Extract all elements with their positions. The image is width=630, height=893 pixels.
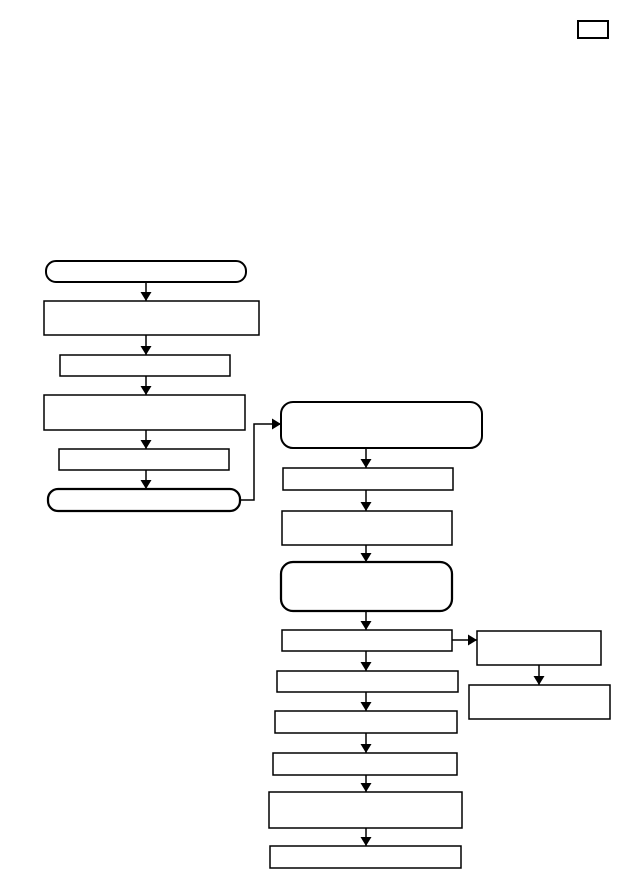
edges-layer (140, 282, 545, 846)
flowchart-terminator-b4 (279, 560, 454, 613)
flowchart-process-b6 (276, 670, 459, 693)
flowchart-process-b9 (268, 791, 463, 829)
flowchart-process-a5 (58, 448, 230, 471)
flowchart-process-a3 (59, 354, 231, 377)
flowchart-process-a4 (43, 394, 246, 431)
flowchart-process-b2 (282, 467, 454, 491)
flowchart-process-b5 (281, 629, 453, 652)
flowchart-terminator-b1 (280, 401, 483, 449)
flowchart-process-b3 (281, 510, 453, 546)
flowchart-terminator-a1 (45, 260, 247, 283)
flowchart-process-s1 (476, 630, 602, 666)
flowchart-process-b10 (269, 845, 462, 869)
flow-arrow-a6-b1 (240, 418, 281, 501)
nodes-layer (43, 20, 611, 869)
flowchart-process-b7 (274, 710, 458, 734)
flowchart-process-a2 (43, 300, 260, 336)
flowchart-process-s2 (468, 684, 611, 720)
flowchart-process-b8 (272, 752, 458, 776)
page-number-box (577, 20, 609, 39)
flowchart-terminator-a6 (46, 487, 242, 513)
